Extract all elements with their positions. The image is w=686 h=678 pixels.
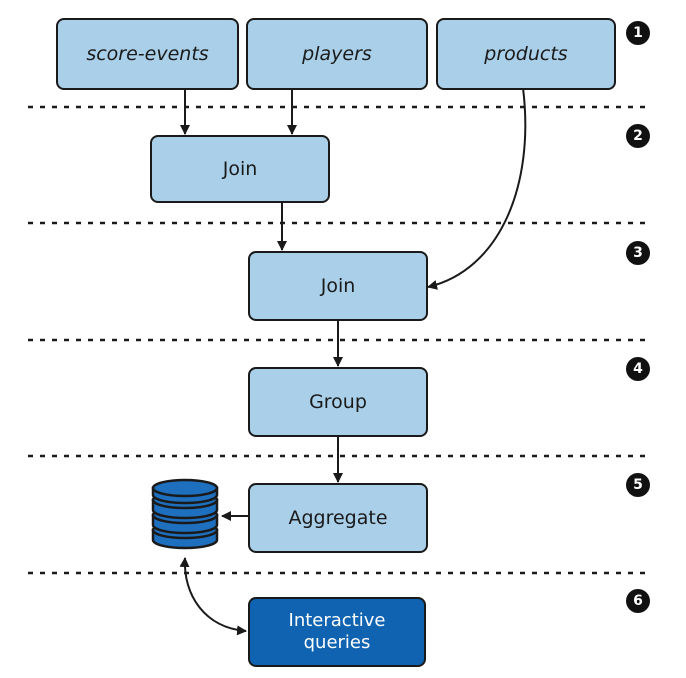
stage-separators bbox=[28, 105, 650, 575]
stage-marker-3-label: 3 bbox=[633, 245, 643, 261]
arrow-store-to-queries bbox=[179, 557, 247, 636]
stage-marker-2: 2 bbox=[626, 124, 650, 148]
stage-marker-2-label: 2 bbox=[633, 128, 643, 144]
source-score-events-label: score-events bbox=[86, 43, 209, 65]
join-step-1-label: Join bbox=[222, 158, 258, 180]
join-step-1: Join bbox=[150, 135, 330, 203]
database-icon bbox=[151, 478, 219, 550]
source-products-label: products bbox=[484, 43, 568, 65]
stage-marker-5-label: 5 bbox=[633, 477, 643, 493]
stage-marker-1-label: 1 bbox=[633, 25, 643, 41]
stage-marker-4: 4 bbox=[626, 357, 650, 381]
source-score-events: score-events bbox=[56, 18, 239, 90]
group-step-label: Group bbox=[309, 391, 367, 413]
interactive-queries-step: Interactive queries bbox=[248, 597, 426, 667]
stage-marker-4-label: 4 bbox=[633, 361, 643, 377]
arrow-products-to-join bbox=[427, 87, 527, 290]
source-players-label: players bbox=[302, 43, 372, 65]
source-players: players bbox=[246, 18, 428, 90]
stage-marker-6: 6 bbox=[626, 589, 650, 613]
stage-marker-6-label: 6 bbox=[633, 593, 643, 609]
stage-marker-1: 1 bbox=[626, 21, 650, 45]
stage-marker-3: 3 bbox=[626, 241, 650, 265]
interactive-queries-label: Interactive queries bbox=[288, 610, 386, 653]
source-products: products bbox=[436, 18, 616, 90]
join-step-2-label: Join bbox=[320, 275, 356, 297]
join-step-2: Join bbox=[248, 251, 428, 321]
group-step: Group bbox=[248, 367, 428, 437]
stage-marker-5: 5 bbox=[626, 473, 650, 497]
aggregate-step-label: Aggregate bbox=[288, 507, 388, 529]
aggregate-step: Aggregate bbox=[248, 483, 428, 553]
